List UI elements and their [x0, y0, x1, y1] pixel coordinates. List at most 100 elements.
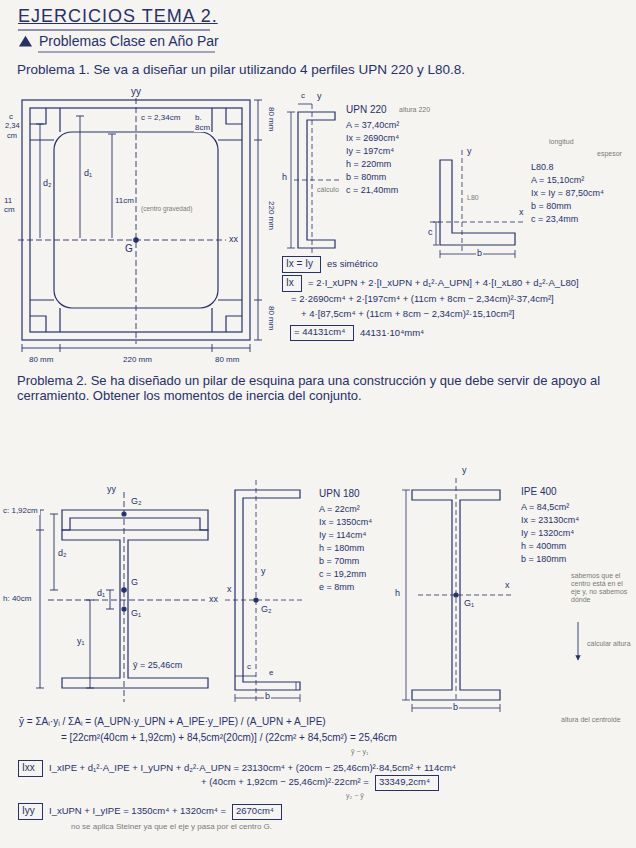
annotation-text: c = 2,34cm	[140, 113, 181, 122]
annotation-text: h = 400mm	[520, 541, 567, 551]
dimension-line	[22, 344, 250, 352]
annotation-text: c = 19,2mm	[318, 569, 367, 579]
centroid-dot	[134, 238, 138, 242]
profile-axes	[225, 480, 305, 702]
annotation-text: G₂	[260, 604, 273, 614]
annotation-text: Ix = 2690cm⁴	[345, 133, 400, 143]
annotation-text: cálculo	[316, 186, 340, 194]
annotation-text: b	[264, 691, 271, 701]
dimension-line	[254, 100, 262, 340]
centroid-dot	[122, 607, 126, 611]
centroid-dot	[454, 593, 458, 597]
centroid-dot	[122, 588, 126, 592]
result-text: Iyy	[22, 805, 35, 817]
result-text: = 44131cm⁴	[294, 327, 345, 338]
annotation-text: b = 80mm	[530, 201, 572, 211]
dimension-line	[287, 104, 312, 248]
annotation-text: yy	[130, 86, 142, 98]
annotation-text: y	[260, 566, 267, 576]
annotation-text: b	[476, 248, 483, 258]
annotation-text: d₁	[83, 168, 93, 178]
annotation-text: ȳ = ΣAᵢ·yᵢ / ΣAᵢ = (A_UPN·y_UPN + A_IPE·…	[18, 716, 327, 728]
angle-profile	[440, 160, 515, 245]
annotation-text: y₂ − ȳ	[345, 792, 365, 800]
profile-axes	[430, 150, 525, 252]
dimension-line	[402, 490, 500, 712]
annotation-text: yy	[106, 484, 117, 494]
annotation-text: Problema 2. Se ha diseñado un pilar de e…	[16, 374, 632, 404]
annotation-text: = 2·2690cm⁴ + 2·[197cm⁴ + (11cm + 8cm − …	[290, 294, 555, 305]
section-axes	[48, 492, 205, 702]
annotation-text: d₁	[96, 588, 106, 598]
annotation-text: y	[461, 465, 468, 475]
page-title: EJERCICIOS TEMA 2.	[18, 6, 218, 27]
annotation-text: Ix = 1350cm⁴	[318, 517, 373, 527]
annotation-text: A = 37,40cm²	[345, 120, 400, 130]
upn-profile	[235, 490, 300, 690]
result-box: Iyy	[18, 803, 43, 820]
annotation-text: I_xUPN + I_yIPE = 1350cm⁴ + 1320cm⁴ =	[48, 806, 227, 817]
annotation-text: h = 220mm	[345, 159, 392, 169]
annotation-text: b = 80mm	[345, 172, 387, 182]
annotation-text: xx	[208, 594, 219, 604]
annotation-text: = 2·I_xUPN + 2·[I_xUPN + d₁²·A_UPN] + 4·…	[307, 278, 580, 289]
annotation-text: 11cm	[114, 196, 135, 205]
annotation-text: longitud	[548, 138, 575, 146]
annotation-text: ȳ − y₁	[350, 748, 369, 756]
annotation-text: x	[504, 580, 511, 590]
annotation-text: c	[300, 91, 306, 100]
annotation-text: x	[518, 207, 525, 217]
bullet-triangle	[20, 37, 31, 46]
annotation-text: es simétrico	[326, 259, 379, 270]
annotation-text: h: 40cm	[2, 594, 38, 603]
annotation-text: UPN 180	[318, 488, 361, 500]
result-text: Ix	[286, 277, 294, 289]
annotation-text: y₁	[76, 636, 86, 646]
title-underline	[18, 29, 210, 30]
result-text: Ix = Iy	[286, 258, 313, 270]
annotation-text: + (40cm + 1,92cm − 25,46cm)²·22cm² =	[200, 777, 370, 788]
annotation-text: = [22cm²(40cm + 1,92cm) + 84,5cm²(20cm)]…	[60, 732, 398, 744]
annotation-text: d₂	[57, 548, 68, 558]
result-box: Ix	[282, 275, 302, 292]
annotation-text: xx	[228, 234, 239, 244]
annotation-text: c = 21,40mm	[345, 185, 399, 195]
annotation-text: 80 mm	[214, 355, 240, 364]
annotation-text: 80 mm	[267, 106, 276, 132]
annotation-text: (centro gravedad)	[140, 205, 193, 212]
annotation-text: G₁	[463, 598, 475, 608]
distance-lines	[36, 116, 116, 238]
annotation-text: L80	[466, 194, 480, 202]
profile-axes	[418, 478, 512, 712]
annotation-text: 220 mm	[267, 200, 276, 231]
ipe-profile	[62, 530, 208, 688]
annotation-text: e	[268, 668, 274, 677]
subheading-underline	[38, 52, 215, 53]
annotation-text: Ix = 23130cm⁴	[520, 515, 580, 525]
annotation-text: G	[124, 243, 134, 255]
annotation-text: G	[130, 577, 139, 587]
centroid-dot	[122, 512, 126, 516]
annotation-text: Iy = 114cm⁴	[318, 530, 367, 540]
annotation-text: 220 mm	[122, 355, 153, 364]
annotation-text: 8cm	[194, 123, 211, 132]
result-text: 2670cm⁴	[236, 806, 274, 817]
distance-lines	[50, 514, 114, 688]
annotation-text: Iy = 197cm⁴	[345, 146, 395, 156]
annotation-text: A = 15,10cm²	[530, 175, 585, 185]
result-box: = 44131cm⁴	[290, 325, 354, 341]
annotation-text: IPE 400	[520, 486, 558, 498]
note-arrow	[578, 622, 579, 660]
profile-axes	[294, 104, 340, 256]
annotation-text: altura del centroide	[560, 716, 628, 724]
annotation-text: b = 180mm	[520, 554, 567, 564]
result-box: Ix = Iy	[282, 256, 321, 273]
result-box: 33349,2cm⁴	[375, 775, 439, 791]
annotation-text: Iy = 1320cm⁴	[520, 528, 575, 538]
annotation-text: sabemos que el centro está en el eje y, …	[570, 572, 634, 604]
annotation-text: Problema 1. Se va a diseñar un pilar uti…	[16, 62, 466, 78]
annotation-text: h	[281, 172, 288, 182]
annotation-text: c	[427, 227, 434, 237]
annotation-text: d₂	[42, 178, 53, 188]
annotation-text: calcular altura	[586, 640, 634, 648]
